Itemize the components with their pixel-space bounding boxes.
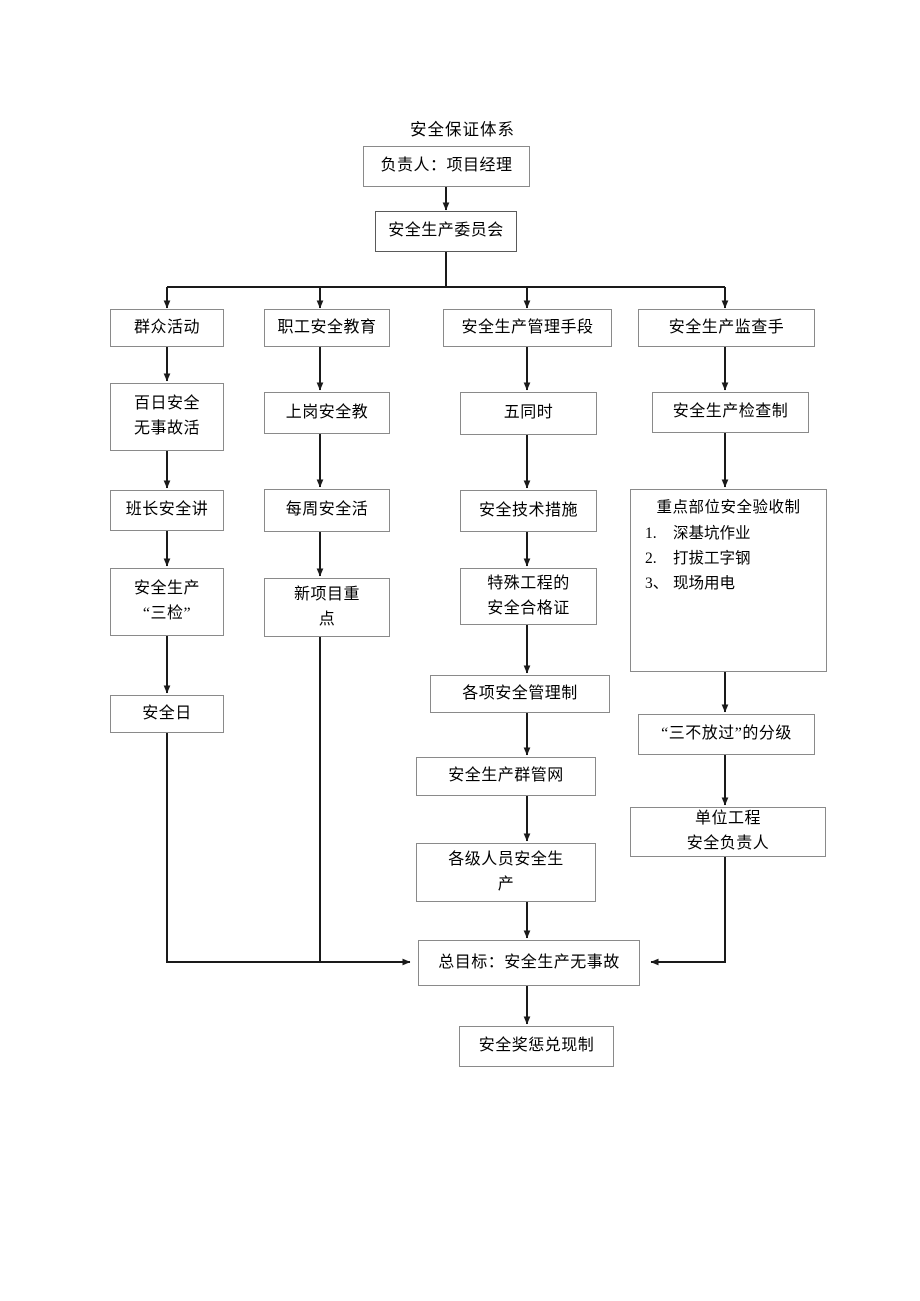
node-reward-line-1: 安全奖惩兑现制 <box>478 1037 595 1055</box>
node-c3-5[interactable]: 安全生产群管网 <box>416 757 596 796</box>
key-points-heading: 重点部位安全验收制 <box>656 499 801 516</box>
node-c1-1[interactable]: 百日安全 无事故活 <box>110 383 224 451</box>
node-goal[interactable]: 总目标：安全生产无事故 <box>418 940 640 986</box>
node-c1-3-line-1: 安全生产 <box>133 580 200 598</box>
node-c2-3[interactable]: 新项目重 点 <box>264 578 390 637</box>
node-c4-4-line-1: 单位工程 <box>694 810 761 828</box>
node-c1-2-line-1: 班长安全讲 <box>125 501 209 519</box>
node-c1-4[interactable]: 安全日 <box>110 695 224 733</box>
node-committee[interactable]: 安全生产委员会 <box>375 211 517 252</box>
node-col2-head[interactable]: 职工安全教育 <box>264 309 390 347</box>
node-col4-head[interactable]: 安全生产监查手 <box>638 309 815 347</box>
node-c4-4[interactable]: 单位工程 安全负责人 <box>630 807 826 857</box>
node-c3-2[interactable]: 安全技术措施 <box>460 490 597 532</box>
node-c3-6-line-2: 产 <box>497 875 515 893</box>
edge-c4_4-goal <box>650 857 726 966</box>
node-c2-1[interactable]: 上岗安全教 <box>264 392 390 434</box>
node-c3-3-line-1: 特殊工程的 <box>487 574 570 592</box>
node-c1-3-line-2: “三检” <box>142 605 192 622</box>
node-c2-3-line-1: 新项目重 <box>293 585 360 603</box>
list-item: 2. 打拔工字钢 <box>645 547 826 571</box>
node-c1-1-line-1: 百日安全 <box>133 395 200 413</box>
node-col1-head-line-1: 群众活动 <box>133 318 200 336</box>
node-col3-head[interactable]: 安全生产管理手段 <box>443 309 612 347</box>
node-key-points-box[interactable]: 重点部位安全验收制 1. 深基坑作业 2. 打拔工字钢 3、现场用电 <box>630 489 827 672</box>
node-c3-4-line-1: 各项安全管理制 <box>462 684 578 702</box>
node-col1-head[interactable]: 群众活动 <box>110 309 224 347</box>
node-c1-3[interactable]: 安全生产 “三检” <box>110 568 224 636</box>
node-c2-1-line-1: 上岗安全教 <box>285 403 369 421</box>
node-committee-line-1: 安全生产委员会 <box>388 222 504 240</box>
node-c2-2-line-1: 每周安全活 <box>285 501 369 519</box>
node-responsible-line-1: 负责人：项目经理 <box>380 157 513 175</box>
node-c4-1-line-1: 安全生产检查制 <box>672 403 789 421</box>
node-goal-line-1: 总目标：安全生产无事故 <box>438 953 620 971</box>
node-col3-head-line-1: 安全生产管理手段 <box>461 318 594 336</box>
node-c1-2[interactable]: 班长安全讲 <box>110 490 224 531</box>
list-item-text: 深基坑作业 <box>673 525 751 543</box>
edge-c1_4-goal <box>166 733 411 966</box>
node-reward[interactable]: 安全奖惩兑现制 <box>459 1026 614 1067</box>
node-col4-head-line-1: 安全生产监查手 <box>668 318 785 336</box>
node-c3-6-line-1: 各级人员安全生 <box>448 850 564 868</box>
node-c3-5-line-1: 安全生产群管网 <box>448 767 564 785</box>
node-c3-1-line-1: 五同时 <box>503 404 554 422</box>
node-c4-3[interactable]: “三不放过”的分级 <box>638 714 815 755</box>
node-c3-2-line-1: 安全技术措施 <box>478 501 578 519</box>
list-item-text: 现场用电 <box>673 575 736 593</box>
list-item-number: 3、 <box>645 575 669 593</box>
node-c3-3[interactable]: 特殊工程的 安全合格证 <box>460 568 597 625</box>
list-item-number: 1. <box>645 525 657 543</box>
list-item-number: 2. <box>645 550 657 568</box>
list-item-text: 打拔工字钢 <box>673 550 751 568</box>
node-c4-3-line-1: “三不放过”的分级 <box>661 725 792 743</box>
node-c1-1-line-2: 无事故活 <box>133 420 200 437</box>
node-c4-4-line-2: 安全负责人 <box>686 835 770 852</box>
list-item: 3、现场用电 <box>645 572 826 596</box>
node-c3-4[interactable]: 各项安全管理制 <box>430 675 610 713</box>
node-c1-4-line-1: 安全日 <box>142 704 192 722</box>
node-c2-2[interactable]: 每周安全活 <box>264 489 390 532</box>
node-responsible[interactable]: 负责人：项目经理 <box>363 146 530 187</box>
page-title: 安全保证体系 <box>410 120 515 139</box>
node-c3-6[interactable]: 各级人员安全生 产 <box>416 843 596 902</box>
node-col2-head-line-1: 职工安全教育 <box>277 318 377 336</box>
node-c4-1[interactable]: 安全生产检查制 <box>652 392 809 433</box>
node-c3-1[interactable]: 五同时 <box>460 392 597 435</box>
node-c2-3-line-2: 点 <box>318 610 336 628</box>
node-c3-3-line-2: 安全合格证 <box>487 599 570 617</box>
key-points-list: 1. 深基坑作业 2. 打拔工字钢 3、现场用电 <box>631 522 826 596</box>
list-item: 1. 深基坑作业 <box>645 522 826 546</box>
